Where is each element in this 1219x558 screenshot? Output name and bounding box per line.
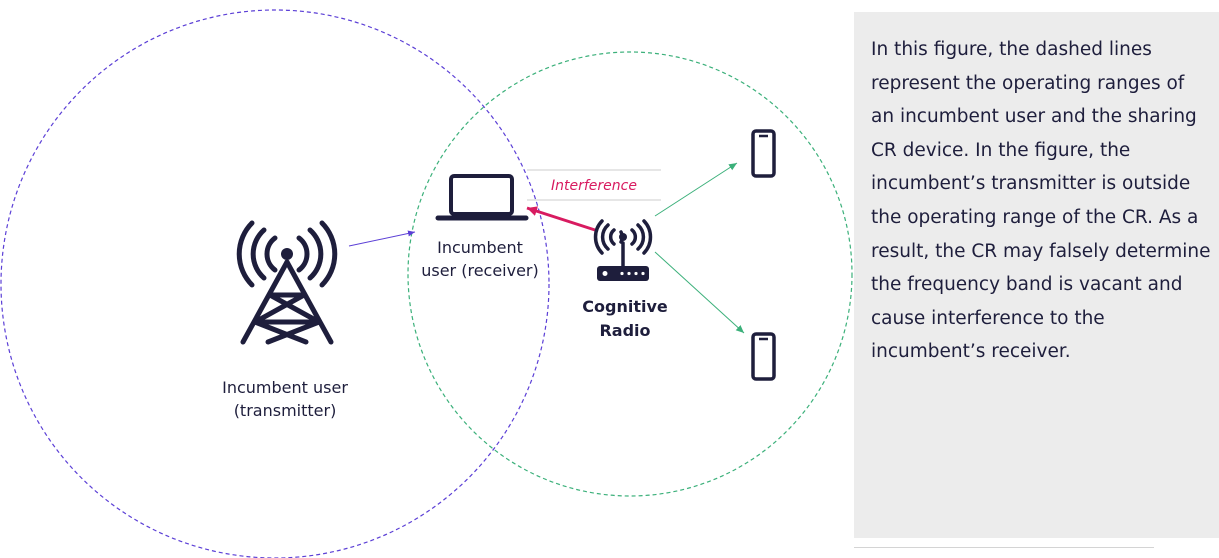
- transmitter-label: Incumbent user (transmitter): [222, 378, 348, 420]
- smartphone-icon: [751, 129, 776, 178]
- receiver-label: Incumbent user (receiver): [421, 238, 539, 280]
- laptop-icon: [435, 174, 529, 221]
- smartphone-icon: [751, 332, 776, 381]
- interference-arrow: [526, 206, 596, 232]
- wireless-router-icon: [593, 219, 653, 281]
- caption-box: In this figure, the dashed lines represe…: [854, 12, 1219, 538]
- cr-to-phone-top-arrow: [654, 162, 738, 217]
- incumbent-range-circle: [0, 9, 550, 558]
- caption-text: In this figure, the dashed lines represe…: [871, 39, 1211, 363]
- cognitive-radio-label: Cognitive Radio: [582, 297, 668, 340]
- transmitter-to-receiver-arrow: [348, 230, 416, 247]
- caption-divider: [854, 547, 1154, 548]
- cr-range-circle: [407, 51, 853, 497]
- cr-to-phone-bottom-arrow: [654, 251, 745, 334]
- cell-tower-icon: [236, 220, 338, 345]
- interference-label: Interference: [551, 178, 637, 194]
